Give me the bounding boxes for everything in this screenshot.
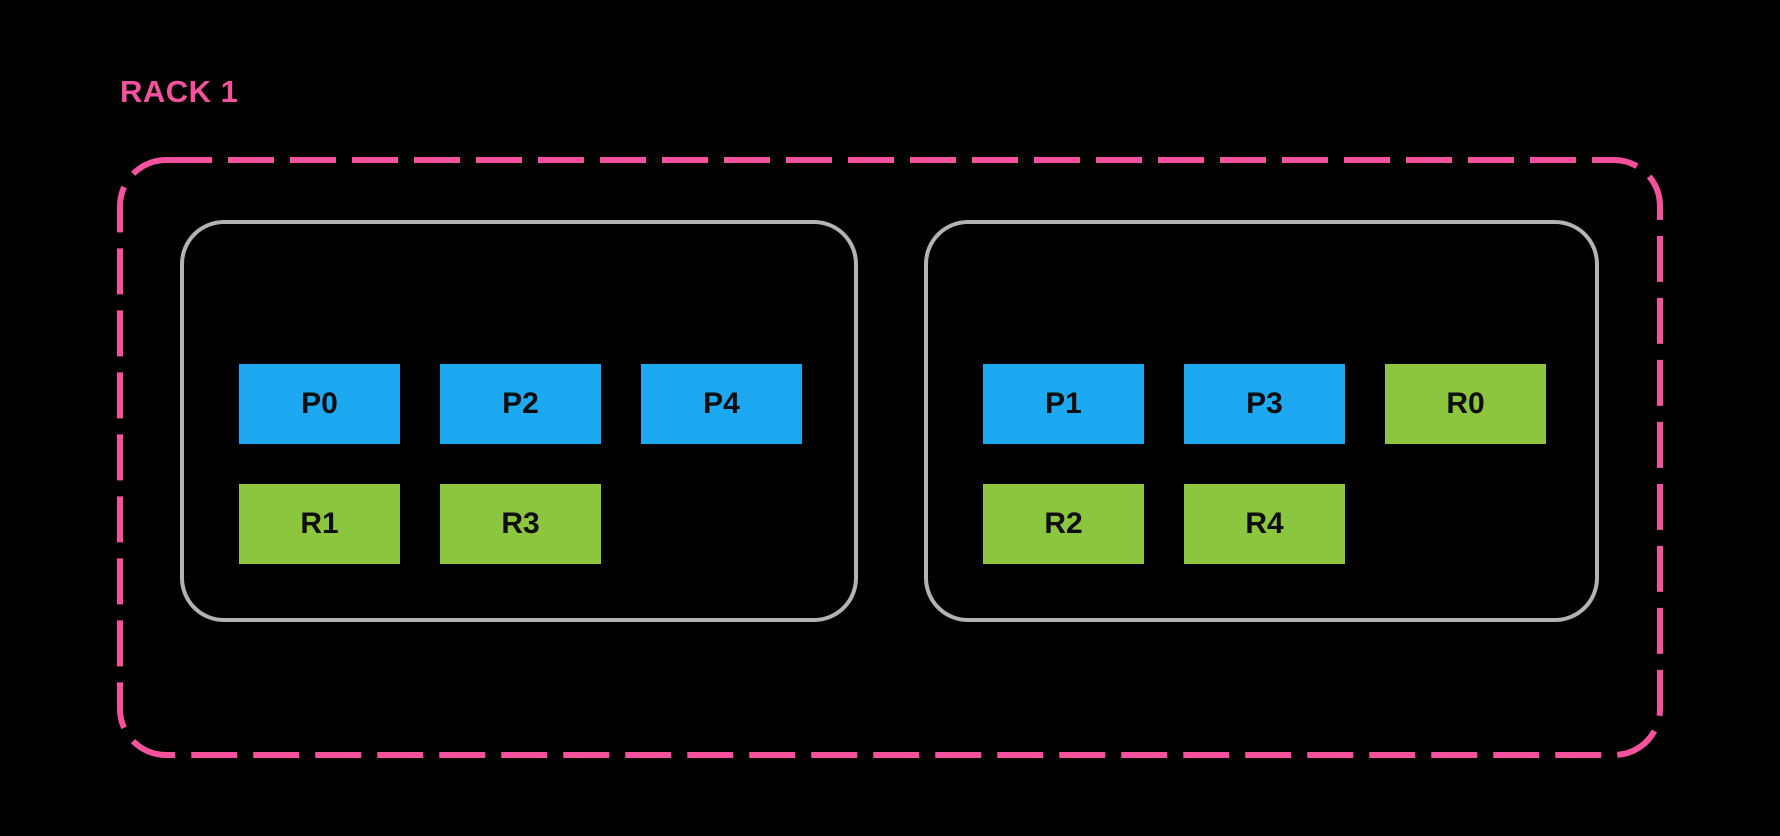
host-left-row-1: R1 R3 [239,484,802,564]
node-P3: P3 [1184,364,1345,444]
node-P4: P4 [641,364,802,444]
rack-dashed-boundary [117,157,1663,758]
host-right-row-0: P1 P3 R0 [983,364,1546,444]
host-right-row-1: R2 R4 [983,484,1546,564]
rack-title: RACK 1 [120,74,239,109]
node-P2: P2 [440,364,601,444]
node-R2: R2 [983,484,1144,564]
node-P1: P1 [983,364,1144,444]
node-R0: R0 [1385,364,1546,444]
host-left-row-0: P0 P2 P4 [239,364,802,444]
node-R3: R3 [440,484,601,564]
node-P0: P0 [239,364,400,444]
node-R4: R4 [1184,484,1345,564]
rack-dashed-border-rect [117,157,1663,758]
node-R1: R1 [239,484,400,564]
